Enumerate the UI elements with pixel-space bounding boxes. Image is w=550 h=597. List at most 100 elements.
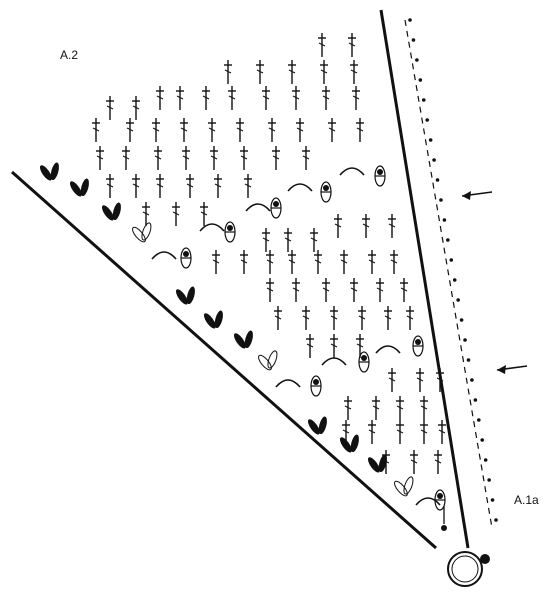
treble-stitch-icon	[310, 228, 318, 252]
left-arrow-icon	[496, 365, 528, 374]
treble-stitch-icon	[318, 33, 326, 57]
leaf-cluster-icon	[69, 178, 89, 197]
stitch-grid	[39, 33, 446, 511]
treble-stitch-icon	[330, 306, 338, 330]
treble-stitch-icon	[240, 146, 248, 170]
treble-stitch-icon	[410, 450, 418, 474]
oval-loop-icon	[358, 351, 370, 373]
leaf-cluster-icon	[307, 416, 327, 435]
treble-stitch-icon	[322, 86, 330, 110]
treble-stitch-icon	[96, 146, 104, 170]
left-arrow-icon	[461, 191, 493, 200]
slip-stitch-icon	[441, 525, 447, 531]
treble-stitch-icon	[292, 278, 300, 302]
leaf-cluster-icon	[101, 202, 121, 221]
treble-stitch-icon	[288, 250, 296, 274]
treble-stitch-icon	[434, 450, 442, 474]
magic-ring-icon	[447, 551, 490, 587]
treble-stitch-icon	[296, 118, 304, 142]
treble-stitch-icon	[362, 214, 370, 238]
chain-dot-icon	[494, 518, 498, 522]
treble-stitch-icon	[396, 396, 404, 420]
open-leaf-icon	[132, 222, 152, 243]
treble-stitch-icon	[356, 118, 364, 142]
treble-stitch-icon	[420, 396, 428, 420]
treble-stitch-icon	[302, 146, 310, 170]
treble-stitch-icon	[240, 250, 248, 274]
treble-stitch-icon	[372, 396, 380, 420]
treble-stitch-icon	[314, 250, 322, 274]
treble-stitch-icon	[106, 174, 114, 198]
treble-stitch-icon	[202, 86, 210, 110]
oval-loop-icon	[374, 165, 386, 187]
treble-stitch-icon	[92, 118, 100, 142]
chain-dot-icon	[432, 158, 436, 162]
treble-stitch-icon	[330, 334, 338, 358]
left-edge-line	[11, 170, 437, 550]
oval-loop-icon	[310, 375, 322, 397]
oval-loop-icon	[412, 335, 424, 357]
treble-stitch-icon	[176, 86, 184, 110]
treble-stitch-icon	[142, 202, 150, 226]
open-leaf-icon	[394, 476, 414, 497]
right-edge-line	[379, 9, 470, 549]
treble-stitch-icon	[126, 118, 134, 142]
open-leaf-icon	[258, 350, 278, 371]
treble-stitch-icon	[266, 278, 274, 302]
treble-stitch-icon	[208, 118, 216, 142]
treble-stitch-icon	[274, 306, 282, 330]
treble-stitch-icon	[358, 306, 366, 330]
treble-stitch-icon	[292, 86, 300, 110]
treble-stitch-icon	[352, 86, 360, 110]
chain-dot-icon	[446, 238, 450, 242]
treble-stitch-icon	[268, 118, 276, 142]
chart-edges	[11, 9, 493, 550]
leaf-cluster-icon	[203, 310, 223, 329]
chain-dot-icon	[463, 338, 467, 342]
treble-stitch-icon	[210, 146, 218, 170]
treble-stitch-icon	[256, 60, 264, 84]
treble-stitch-icon	[284, 228, 292, 252]
chain-arc-icon	[415, 497, 441, 506]
chain-arc-icon	[375, 345, 401, 354]
chain-dot-icon	[483, 458, 488, 462]
treble-stitch-icon	[122, 146, 130, 170]
chain-dot-icon	[418, 78, 423, 82]
treble-stitch-icon	[306, 334, 314, 358]
chain-dot-icon	[480, 438, 485, 442]
chain-arc-icon	[199, 223, 225, 232]
treble-stitch-icon	[266, 250, 274, 274]
treble-stitch-icon	[186, 174, 194, 198]
treble-stitch-icon	[328, 118, 336, 142]
treble-stitch-icon	[350, 60, 358, 84]
treble-stitch-icon	[350, 278, 358, 302]
treble-stitch-icon	[376, 278, 384, 302]
treble-stitch-icon	[348, 33, 356, 57]
leaf-cluster-icon	[367, 454, 387, 473]
treble-stitch-icon	[200, 202, 208, 226]
treble-stitch-icon	[320, 60, 328, 84]
treble-stitch-icon	[106, 96, 114, 120]
chain-dot-icon	[452, 278, 457, 282]
treble-stitch-icon	[262, 228, 270, 252]
chain-dot-icon	[408, 18, 412, 22]
treble-stitch-icon	[152, 118, 160, 142]
treble-stitch-icon	[212, 250, 220, 274]
treble-stitch-icon	[288, 60, 296, 84]
treble-stitch-icon	[272, 146, 280, 170]
treble-stitch-icon	[396, 420, 404, 444]
treble-stitch-icon	[182, 146, 190, 170]
chart-label-a2: A.2	[60, 48, 79, 62]
treble-stitch-icon	[416, 368, 424, 392]
chain-dot-icon	[421, 98, 426, 102]
chain-dot-icon	[425, 118, 430, 122]
chain-arc-icon	[275, 379, 301, 388]
a1a-dashed-line	[404, 19, 493, 529]
treble-stitch-icon	[388, 214, 396, 238]
treble-stitch-icon	[340, 250, 348, 274]
treble-stitch-icon	[236, 118, 244, 142]
treble-stitch-icon	[180, 118, 188, 142]
chain-dot-icon	[477, 418, 481, 422]
chain-dot-icon	[428, 138, 433, 142]
